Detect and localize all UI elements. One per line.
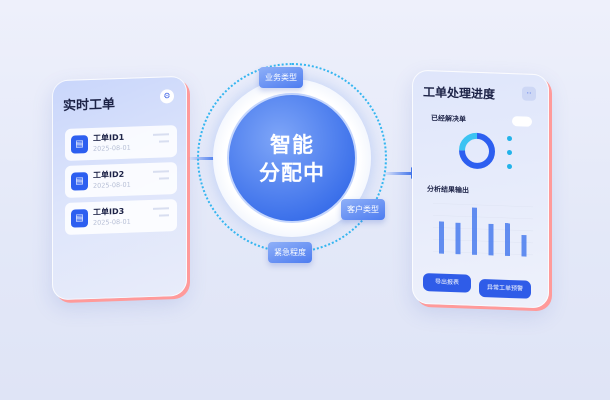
bar-chart xyxy=(433,203,533,257)
tag-customer-type: 客户类型 xyxy=(341,199,385,220)
donut-slice xyxy=(459,132,495,169)
legend-item xyxy=(507,163,518,171)
item-title: 工单ID2 xyxy=(93,169,125,180)
item-date: 2025-08-01 xyxy=(93,217,131,227)
donut-slice xyxy=(459,132,478,151)
tag-business-type: 业务类型 xyxy=(259,67,303,88)
abnormal-alert-button[interactable]: 异常工单预警 xyxy=(479,278,531,299)
item-date: 2025-08-01 xyxy=(93,143,131,153)
export-report-button[interactable]: 导出报表 xyxy=(423,272,471,293)
more-icon[interactable]: ·· xyxy=(522,86,536,101)
bar xyxy=(472,207,477,255)
analysis-title: 分析结果输出 xyxy=(427,185,469,195)
donut-chart xyxy=(459,132,495,169)
grid-line xyxy=(433,239,533,244)
item-title: 工单ID3 xyxy=(93,206,125,217)
item-title: 工单ID1 xyxy=(93,132,125,143)
progress-card: 工单处理进度 ·· 已经解决单 分析结果输出 导出报表 异常工单预警 xyxy=(412,69,549,309)
bar xyxy=(439,221,444,254)
grid-line xyxy=(433,203,533,208)
resolved-title: 已经解决单 xyxy=(431,114,466,124)
settings-icon[interactable]: ⚙ xyxy=(160,89,174,104)
item-date: 2025-08-01 xyxy=(93,180,131,190)
bar xyxy=(505,222,510,257)
smart-dispatch-core: 智能分配中 xyxy=(227,93,357,223)
bar xyxy=(455,222,461,255)
tag-urgency: 紧急程度 xyxy=(268,242,312,263)
flow-arrow-out xyxy=(383,167,419,179)
bar xyxy=(488,223,494,256)
clipboard-icon: ▤ xyxy=(71,172,88,191)
grid-line xyxy=(433,215,533,220)
grid-line xyxy=(433,227,533,232)
clipboard-icon: ▤ xyxy=(71,135,88,154)
filter-pill[interactable] xyxy=(512,116,532,127)
core-line-1: 智能 xyxy=(270,133,314,157)
core-line-2: 分配中 xyxy=(259,161,325,185)
clipboard-icon: ▤ xyxy=(71,209,88,228)
card-title: 工单处理进度 xyxy=(423,84,496,102)
card-title: 实时工单 xyxy=(63,97,116,114)
grid-line xyxy=(433,251,533,256)
bar xyxy=(521,235,527,257)
legend-item xyxy=(507,149,518,157)
legend-item xyxy=(507,135,518,143)
